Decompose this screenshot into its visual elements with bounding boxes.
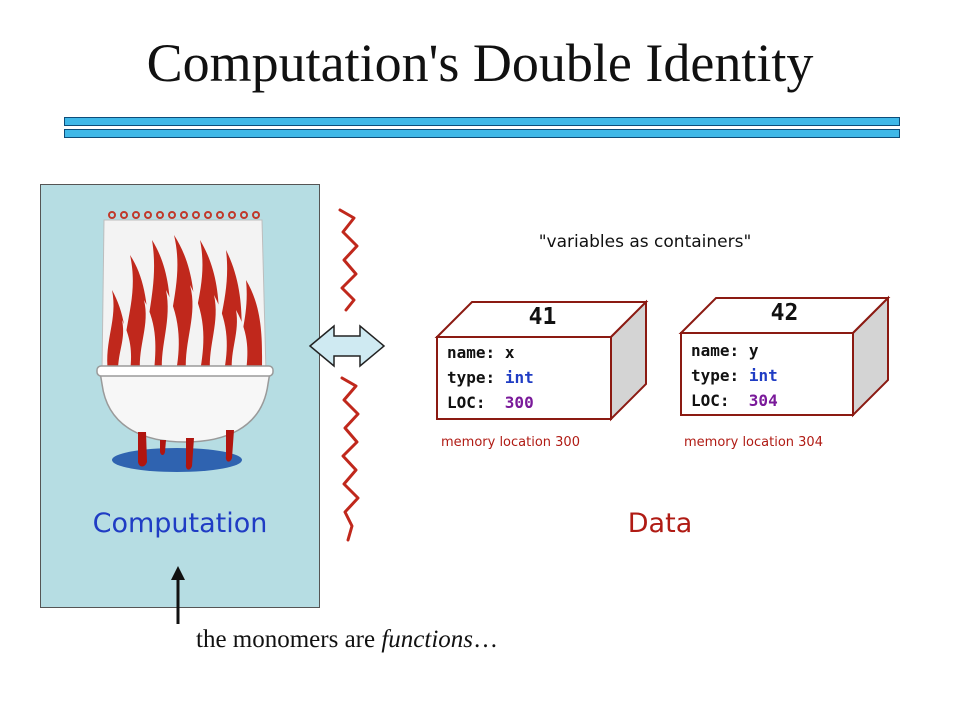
type-value: int bbox=[748, 366, 778, 385]
tub-shadow bbox=[112, 448, 242, 472]
box-value-y: 42 bbox=[770, 300, 799, 326]
wavy-divider-upper bbox=[338, 208, 359, 312]
type-key: type: bbox=[691, 366, 740, 385]
title-rule-bottom bbox=[64, 129, 900, 138]
box-fields-x: name: x type: int LOC: 300 bbox=[447, 340, 534, 415]
computation-label: Computation bbox=[92, 508, 268, 539]
loc-key: LOC: bbox=[447, 393, 486, 412]
type-key: type: bbox=[447, 368, 496, 387]
data-label: Data bbox=[627, 508, 693, 539]
loc-value: 304 bbox=[748, 391, 778, 410]
loc-key: LOC: bbox=[691, 391, 730, 410]
name-value: x bbox=[504, 343, 515, 362]
caption-suffix: … bbox=[473, 626, 499, 653]
containers-quote: "variables as containers" bbox=[538, 232, 752, 252]
name-key: name: bbox=[447, 343, 496, 362]
variable-box-y bbox=[678, 295, 891, 418]
type-value: int bbox=[504, 368, 534, 387]
flame-shower-curtain-bathtub-icon bbox=[96, 211, 274, 470]
title-rule-top bbox=[64, 117, 900, 126]
caption-text: the monomers are functions… bbox=[196, 626, 498, 654]
up-arrow-icon bbox=[171, 566, 185, 624]
name-value: y bbox=[748, 341, 759, 360]
caption-prefix: the monomers are bbox=[196, 626, 382, 653]
box-fields-y: name: y type: int LOC: 304 bbox=[691, 338, 778, 413]
box-value-x: 41 bbox=[528, 304, 557, 330]
double-headed-arrow-icon bbox=[308, 324, 386, 368]
wavy-divider-lower bbox=[340, 376, 360, 542]
memory-label-x: memory location 300 bbox=[441, 435, 580, 450]
variable-box-x bbox=[434, 299, 649, 422]
slide-title: Computation's Double Identity bbox=[146, 33, 814, 93]
caption-emphasis: functions bbox=[381, 626, 474, 653]
memory-label-y: memory location 304 bbox=[684, 435, 823, 450]
loc-value: 300 bbox=[504, 393, 534, 412]
name-key: name: bbox=[691, 341, 740, 360]
